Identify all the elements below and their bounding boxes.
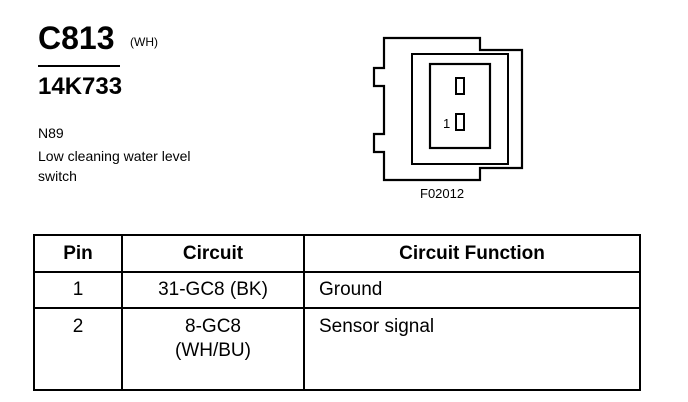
component-description: Low cleaning water level switch (38, 148, 191, 184)
location-code: N89 (38, 125, 64, 141)
pin-cell: 2 (33, 307, 123, 391)
pin-1-terminal (455, 113, 465, 131)
pin-table: Pin Circuit Circuit Function 1 31-GC8 (B… (33, 234, 641, 391)
terminal-block (428, 62, 492, 150)
connector-id: C813 (38, 20, 115, 56)
header-circuit: Circuit (121, 234, 305, 273)
header-circuit-function: Circuit Function (303, 234, 641, 273)
pin-2-terminal (455, 77, 465, 95)
table-header-row: Pin Circuit Circuit Function (33, 234, 641, 273)
table-row: 2 8-GC8 (WH/BU) Sensor signal (33, 307, 641, 391)
function-cell: Ground (303, 271, 641, 309)
header-pin: Pin (33, 234, 123, 273)
header-divider (38, 65, 120, 67)
function-cell: Sensor signal (303, 307, 641, 391)
connector-housing (372, 36, 524, 182)
connector-color: (WH) (130, 35, 158, 49)
figure-code: F02012 (420, 186, 465, 201)
circuit-line: 8-GC8 (185, 316, 241, 337)
pin-cell: 1 (33, 271, 123, 309)
part-number: 14K733 (38, 73, 123, 100)
connector-cavity (411, 53, 509, 165)
connector-face-diagram: 1 (372, 36, 524, 182)
circuit-cell: 31-GC8 (BK) (121, 271, 305, 309)
pin-1-label: 1 (443, 116, 450, 131)
table-row: 1 31-GC8 (BK) Ground (33, 271, 641, 309)
circuit-line: 31-GC8 (BK) (158, 279, 268, 300)
circuit-cell: 8-GC8 (WH/BU) (121, 307, 305, 391)
circuit-line-color: (WH/BU) (175, 340, 251, 361)
